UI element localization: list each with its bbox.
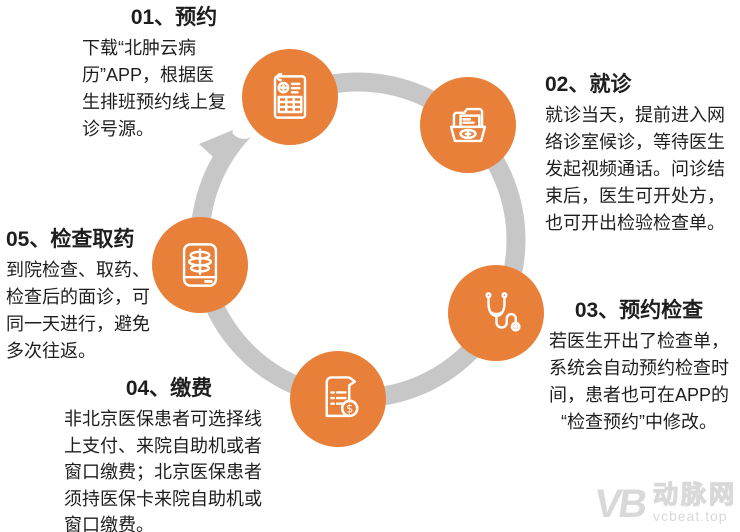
step-body: 下载“北肿云病 历”APP，根据医 生排班预约线上复 诊号源。 [82,38,226,139]
watermark: VB 动脉网 vcbeat.top [592,481,737,526]
step-body: 非北京医保患者可选择线 上支付、来院自助机或者 窗口缴费；北京医保患者 须持医保… [64,409,262,532]
step-body: 若医生开出了检查单， 系统会自动预约检查时 间，患者也可在APP的 “检查预约”… [548,331,730,432]
watermark-url: vcbeat.top [652,508,728,524]
step-body: 就诊当天，提前进入网 络诊室候诊，等待医生 发起视频通话。问诊结 束后，医生可开… [545,105,725,233]
step-payment: 04、缴费 非北京医保患者可选择线 上支付、来院自助机或者 窗口缴费；北京医保患… [64,377,274,532]
node-payment: $ [290,351,386,447]
step-exam-booking: 03、预约检查 若医生开出了检查单， 系统会自动预约检查时 间，患者也可在APP… [540,299,738,436]
appointment-form-icon [273,72,307,119]
node-appointment [242,49,338,145]
step-title: 03、预约检查 [574,299,704,322]
node-exam-booking [448,265,544,361]
step-checkup-medicine: 05、检查取药 到院检查、取药、 检查后的面诊，可 同一天进行，避免 多次往返。 [6,228,178,365]
xray-icon [182,243,218,287]
node-checkup-medicine [152,217,248,313]
svg-text:$: $ [346,402,353,415]
step-body: 到院检查、取药、 检查后的面诊，可 同一天进行，避免 多次往返。 [6,260,150,361]
vcbeat-logo-icon: VB [592,481,649,526]
step-appointment: 01、预约 下载“北肿云病 历”APP，根据医 生排班预约线上复 诊号源。 [82,6,252,143]
watermark-name: 动脉网 [652,481,737,509]
medical-records-folder-icon [449,107,487,143]
step-title: 01、预约 [130,6,218,29]
step-title: 04、缴费 [125,377,213,400]
step-title: 05、检查取药 [6,228,135,251]
node-visit [420,77,516,173]
bill-receipt-icon: $ [325,376,359,418]
cycle-arrowhead-icon [199,130,233,167]
step-title: 02、就诊 [545,73,632,96]
stethoscope-icon [485,292,521,332]
step-visit: 02、就诊 就诊当天，提前进入网 络诊室候诊，等待医生 发起视频通话。问诊结 束… [545,73,739,237]
